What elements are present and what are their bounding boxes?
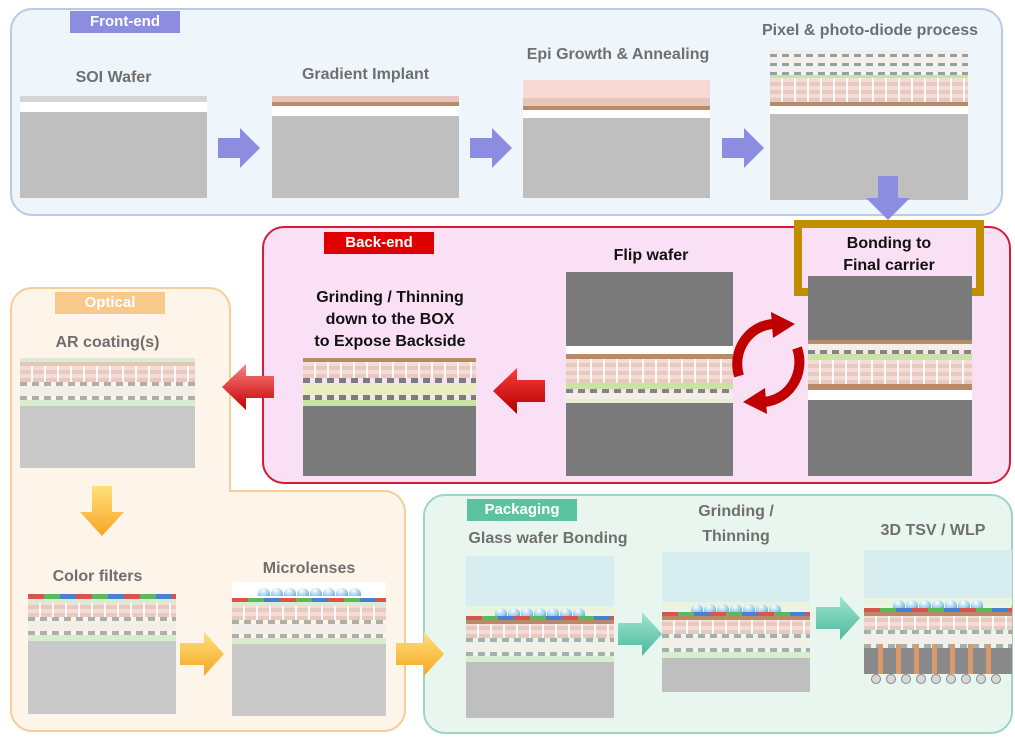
grinding-label-line2: down to the BOX — [325, 311, 455, 328]
arrow-right-icon — [722, 128, 764, 168]
grinding-label-line3: to Expose Backside — [314, 333, 466, 350]
solder-bump — [901, 674, 911, 684]
solder-bump — [871, 674, 881, 684]
arrow-down-icon — [80, 486, 124, 536]
solder-bump — [976, 674, 986, 684]
tsv-wlp-label: 3D TSV / WLP — [880, 522, 986, 539]
pkg-grinding-image — [662, 552, 810, 692]
glass-bonding-label: Glass wafer Bonding — [468, 530, 628, 547]
glass-bonding-image — [466, 556, 614, 718]
arrow-right-icon — [470, 128, 512, 168]
grinding-box-image — [303, 358, 476, 476]
flip-wafer-image — [566, 272, 733, 476]
flip-rotation-icon — [732, 312, 805, 414]
solder-bump — [991, 674, 1001, 684]
arrow-right-icon — [180, 632, 224, 676]
optical-tag: Optical — [55, 292, 165, 314]
gradient-implant-label: Gradient Implant — [301, 66, 430, 83]
pkg-grinding-label-line2: Thinning — [702, 528, 770, 545]
packaging-tag: Packaging — [467, 499, 577, 521]
arrow-left-icon — [493, 368, 545, 414]
solder-bump — [946, 674, 956, 684]
tsv-wlp-image — [864, 550, 1012, 674]
arrow-right-icon — [618, 612, 662, 656]
soi-wafer-image — [20, 96, 207, 198]
solder-bump — [931, 674, 941, 684]
arrow-right-icon — [396, 632, 444, 676]
gradient-implant-image — [272, 96, 459, 198]
microlenses-label: Microlenses — [262, 560, 356, 577]
grinding-label-line1: Grinding / Thinning — [316, 289, 464, 306]
solder-bump — [886, 674, 896, 684]
epi-growth-image — [523, 80, 710, 198]
bonding-label-line2: Final carrier — [843, 257, 935, 274]
pixel-process-image — [770, 50, 968, 200]
arrow-right-icon — [816, 596, 860, 640]
arrow-down-icon — [866, 176, 910, 220]
arrow-left-icon — [222, 364, 274, 410]
pixel-process-label: Pixel & photo-diode process — [761, 22, 979, 39]
soi-wafer-label: SOI Wafer — [75, 69, 152, 86]
color-filters-label: Color filters — [52, 568, 143, 585]
flip-wafer-label: Flip wafer — [613, 247, 689, 264]
epi-growth-label: Epi Growth & Annealing — [526, 46, 710, 63]
bonding-image — [808, 276, 972, 476]
pkg-grinding-label-line1: Grinding / — [698, 503, 774, 520]
microlenses-image — [232, 582, 386, 716]
solder-bump — [916, 674, 926, 684]
solder-bump — [961, 674, 971, 684]
ar-coating-label: AR coating(s) — [55, 334, 160, 351]
optical-section-join — [229, 490, 406, 530]
arrow-right-icon — [218, 128, 260, 168]
back-end-tag: Back-end — [324, 232, 434, 254]
front-end-tag: Front-end — [70, 11, 180, 33]
ar-coating-image — [20, 358, 195, 468]
bonding-label-line1: Bonding to — [846, 235, 932, 252]
color-filters-image — [28, 594, 176, 714]
